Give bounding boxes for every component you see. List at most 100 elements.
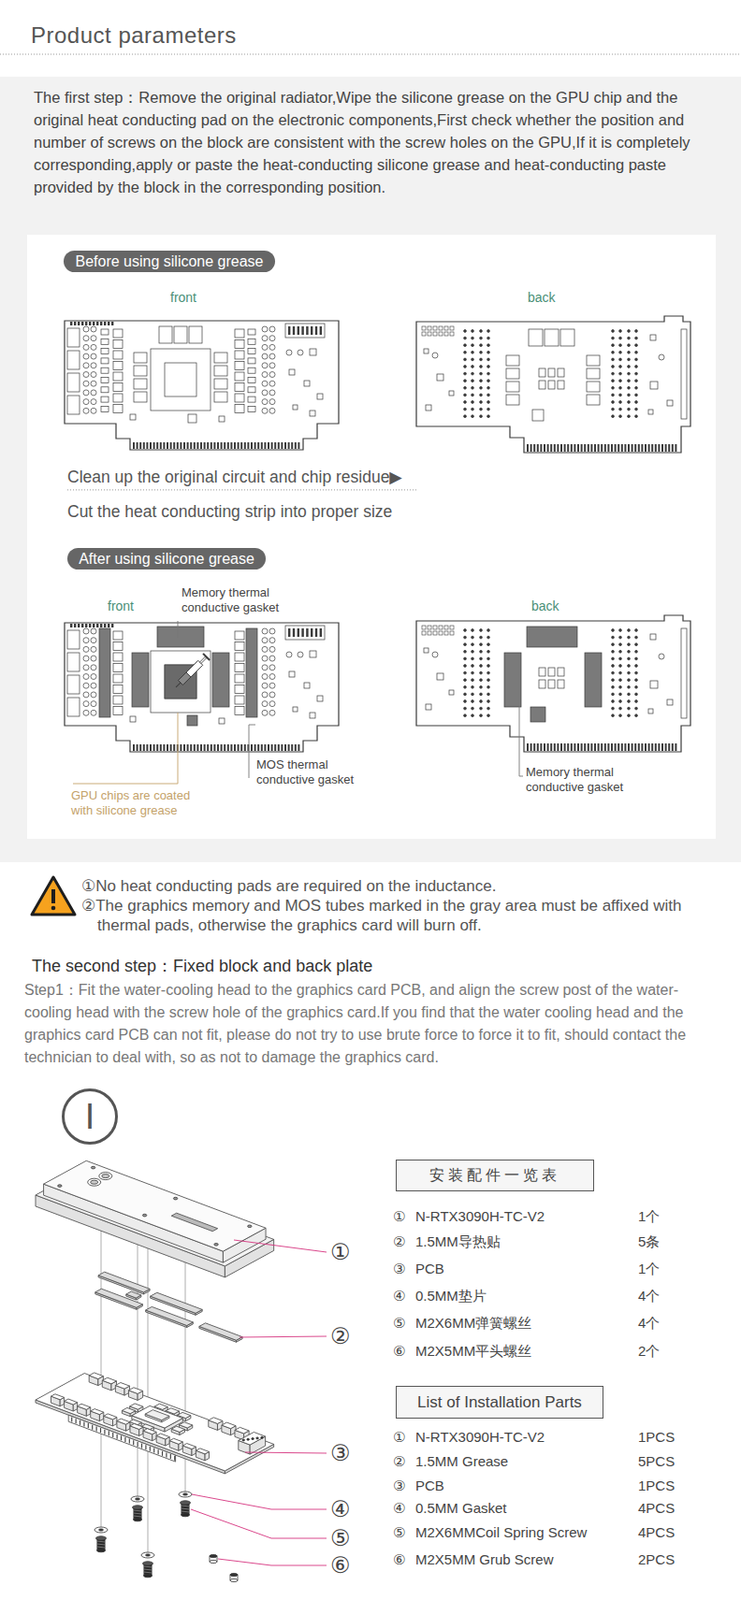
smd xyxy=(433,332,437,336)
capacitor xyxy=(90,701,97,708)
connector-pin xyxy=(111,624,114,628)
smd xyxy=(464,650,467,654)
capacitor xyxy=(83,692,89,698)
component xyxy=(247,329,256,335)
smd xyxy=(479,707,483,711)
memory-chip xyxy=(560,329,575,347)
capacitor xyxy=(83,638,89,644)
gold-finger xyxy=(183,442,186,450)
guide-line xyxy=(101,1216,102,1528)
gold-finger xyxy=(156,744,159,752)
gold-finger xyxy=(657,743,660,752)
capacitor xyxy=(269,674,276,681)
quantity: 5条 xyxy=(638,1234,660,1252)
table-heading-box: 安装配件一览表 xyxy=(395,1160,595,1192)
spring-coil xyxy=(133,1511,143,1512)
gold-finger xyxy=(75,1419,77,1424)
component xyxy=(101,329,109,335)
gold-finger xyxy=(604,743,607,752)
gold-finger xyxy=(665,444,668,452)
smd xyxy=(487,393,491,397)
screw-hole xyxy=(247,1225,252,1229)
smd xyxy=(427,631,432,636)
quantity: 1PCS xyxy=(638,1429,675,1448)
spring-coil xyxy=(97,1544,106,1546)
memory-chip xyxy=(586,394,600,406)
gold-finger xyxy=(280,744,283,752)
gold-finger xyxy=(257,442,260,450)
smd xyxy=(471,336,475,340)
smd xyxy=(464,379,467,383)
gold-finger xyxy=(153,1449,155,1454)
screw-tip xyxy=(97,1549,106,1554)
gold-finger xyxy=(263,442,266,450)
smd xyxy=(487,679,491,683)
smd xyxy=(635,407,639,411)
washer-hole xyxy=(135,1498,141,1501)
smd xyxy=(619,336,623,340)
figure-ground xyxy=(27,234,716,840)
smd xyxy=(635,372,639,376)
smd xyxy=(635,330,639,334)
item-number: ② xyxy=(392,1453,406,1472)
gold-finger xyxy=(290,442,293,450)
component xyxy=(292,707,298,712)
gold-finger xyxy=(261,442,263,450)
bracket xyxy=(681,628,687,719)
gold-finger xyxy=(607,444,610,452)
capacitor xyxy=(269,335,276,342)
smd xyxy=(479,365,483,369)
capacitor xyxy=(83,407,89,414)
smd xyxy=(538,668,546,677)
warning-note: ②The graphics memory and MOS tubes marke… xyxy=(81,896,706,936)
smd xyxy=(487,372,491,376)
washer-hole xyxy=(145,1554,151,1557)
capacitor xyxy=(90,390,97,396)
smd xyxy=(471,407,475,411)
smd xyxy=(464,393,467,397)
connector-pin xyxy=(77,321,80,326)
port-hole xyxy=(90,1180,99,1185)
view-label: front xyxy=(170,290,197,307)
item-number: ① xyxy=(392,1429,406,1448)
syringe xyxy=(173,653,211,691)
gold-finger xyxy=(132,1440,134,1446)
port xyxy=(87,1178,102,1187)
component xyxy=(449,391,454,396)
smd xyxy=(635,693,639,697)
gold-finger xyxy=(547,743,550,752)
gold-finger xyxy=(217,744,219,752)
memory-chip xyxy=(188,326,203,344)
component xyxy=(650,334,656,341)
gold-finger xyxy=(564,444,567,452)
capacitor xyxy=(269,638,276,644)
mos-pad xyxy=(246,628,258,718)
component xyxy=(101,367,109,374)
item-number: ⑤ xyxy=(392,1525,406,1543)
smd xyxy=(464,372,467,376)
quantity: 2个 xyxy=(638,1343,660,1362)
smd xyxy=(611,714,615,718)
smd xyxy=(611,657,615,661)
smd xyxy=(619,700,623,704)
capacitor xyxy=(269,372,276,378)
pcb-component xyxy=(101,1378,117,1385)
capacitor xyxy=(90,628,97,635)
capacitor xyxy=(261,380,268,387)
capacitor xyxy=(261,390,268,396)
gold-finger xyxy=(217,442,219,450)
smd xyxy=(557,368,565,378)
screw-hole xyxy=(58,1185,62,1189)
connector-pin xyxy=(100,624,102,628)
part-name: 0.5MM Gasket xyxy=(415,1500,508,1519)
smd xyxy=(471,365,475,369)
inductor xyxy=(113,383,123,393)
component xyxy=(247,348,256,355)
memory-chip xyxy=(174,326,188,344)
component xyxy=(130,716,136,723)
component xyxy=(650,381,658,390)
gold-finger xyxy=(665,743,668,752)
smd xyxy=(479,401,483,405)
connector-pin xyxy=(103,624,106,628)
smd xyxy=(611,679,615,683)
